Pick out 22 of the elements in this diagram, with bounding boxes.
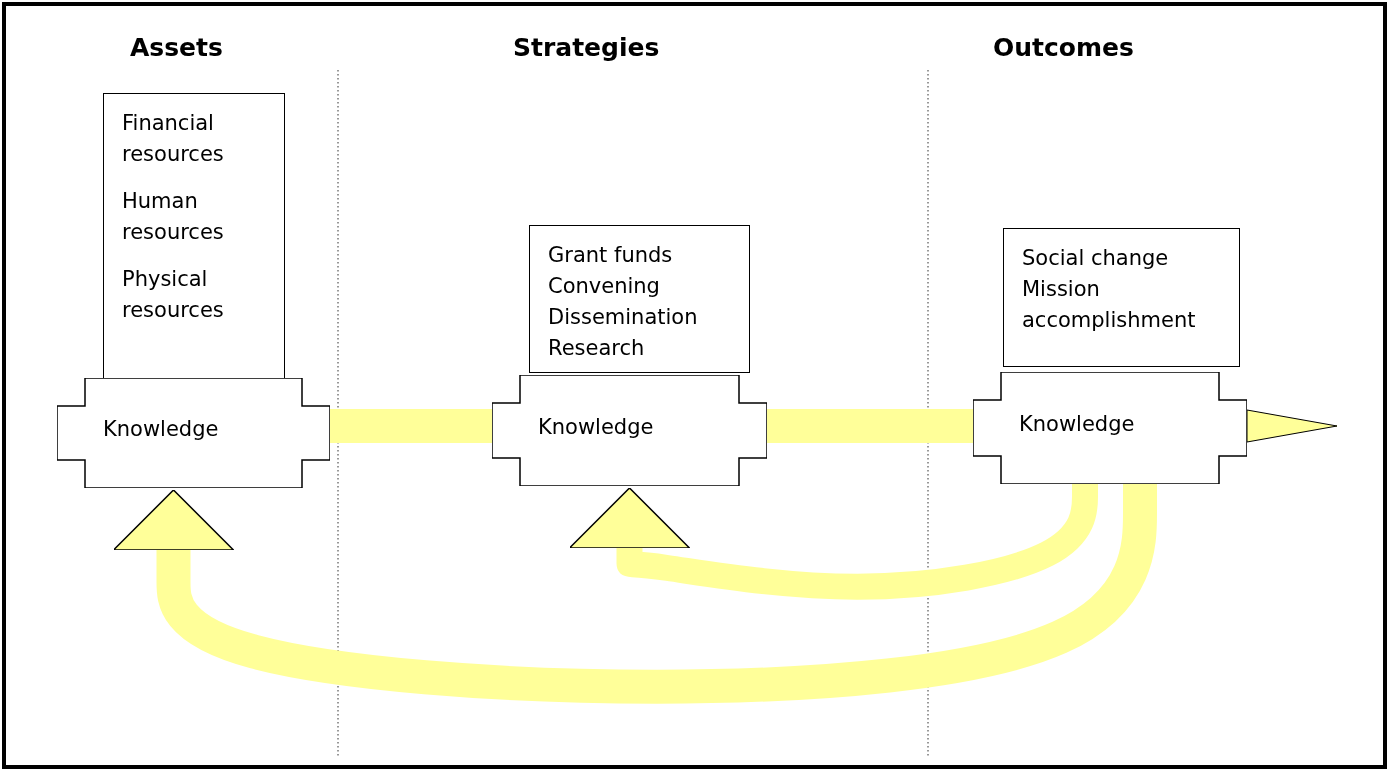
column-heading: Outcomes bbox=[993, 33, 1134, 62]
node-label: Grant funds bbox=[548, 242, 674, 269]
node-label: Knowledge bbox=[1019, 412, 1135, 436]
node-label: Physical resources bbox=[122, 266, 225, 324]
text-box bbox=[529, 225, 750, 373]
node-label: Convening bbox=[548, 273, 661, 300]
notched-box bbox=[973, 372, 1247, 484]
node-label: Knowledge bbox=[103, 417, 219, 441]
node-label: Human resources bbox=[122, 188, 225, 246]
notched-box bbox=[57, 378, 330, 488]
node-label: Research bbox=[548, 335, 646, 362]
text-box bbox=[1003, 228, 1240, 367]
node-label: Dissemination bbox=[548, 304, 699, 331]
node-label: Mission accomplishment bbox=[1022, 276, 1197, 334]
node-label: Financial resources bbox=[122, 110, 225, 168]
node-label: Social change bbox=[1022, 245, 1170, 272]
text-box bbox=[103, 93, 285, 381]
node-label: Knowledge bbox=[538, 414, 654, 439]
column-heading: Strategies bbox=[513, 33, 660, 62]
curved-arrow bbox=[568, 483, 1098, 600]
column-heading: Assets bbox=[130, 33, 223, 62]
notched-box bbox=[492, 375, 767, 486]
